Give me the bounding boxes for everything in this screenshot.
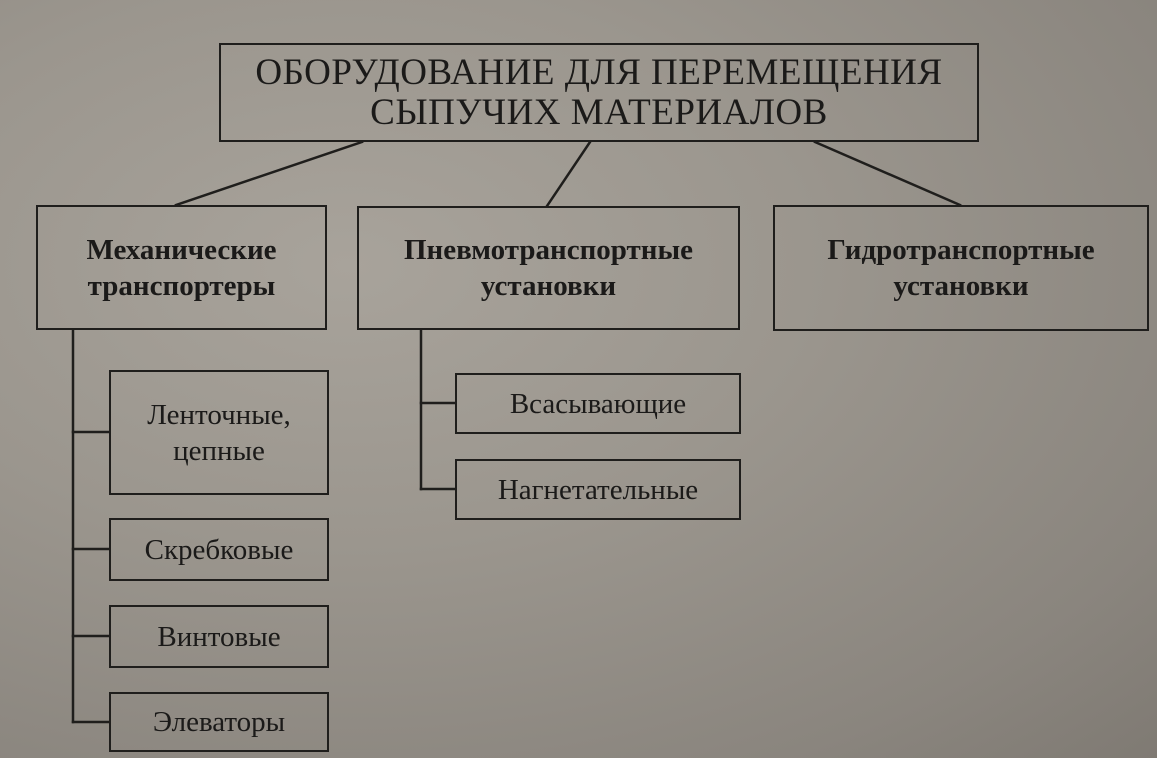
node-vsasyvayushchie-label: Всасывающие (509, 387, 687, 420)
root-title-line2: СЫПУЧИХ МАТЕРИАЛОВ (370, 91, 828, 133)
category-pneumatic-line1: Пневмотранспортные (403, 234, 694, 266)
connector-root-hydraulic (813, 140, 962, 207)
category-hydraulic-line2: установки (893, 270, 1029, 302)
node-vsasyvayushchie: Всасывающие (455, 373, 741, 434)
node-nagnetatelnye-label: Нагнетательные (497, 473, 699, 506)
connector-root-mechanical (174, 140, 364, 207)
node-lentochnye-line1: Ленточные, (147, 398, 291, 431)
node-lentochnye-tsepnye: Ленточные, цепные (109, 370, 329, 495)
node-vintovye: Винтовые (109, 605, 329, 668)
root-title-line1: ОБОРУДОВАНИЕ ДЛЯ ПЕРЕМЕЩЕНИЯ (255, 51, 943, 93)
category-hydraulic-line1: Гидротранспортные (827, 234, 1095, 266)
category-mechanical-line2: транспортеры (87, 269, 276, 302)
node-vintovye-label: Винтовые (157, 620, 281, 653)
node-nagnetatelnye: Нагнетательные (455, 459, 741, 520)
category-pneumatic: Пневмотранспортные установки (357, 206, 740, 330)
node-lentochnye-line2: цепные (173, 434, 265, 467)
category-mechanical-line1: Механические (86, 233, 277, 266)
category-hydraulic: Гидротранспортные установки (773, 205, 1149, 331)
root-node: ОБОРУДОВАНИЕ ДЛЯ ПЕРЕМЕЩЕНИЯ СЫПУЧИХ МАТ… (219, 43, 979, 142)
connector-root-pneumatic (545, 140, 592, 208)
node-elevatory-label: Элеваторы (152, 706, 286, 738)
node-skrebkovye-label: Скребковые (144, 533, 294, 566)
category-mechanical: Механические транспортеры (36, 205, 327, 330)
category-pneumatic-line2: установки (480, 270, 617, 302)
node-elevatory: Элеваторы (109, 692, 329, 752)
node-skrebkovye: Скребковые (109, 518, 329, 581)
